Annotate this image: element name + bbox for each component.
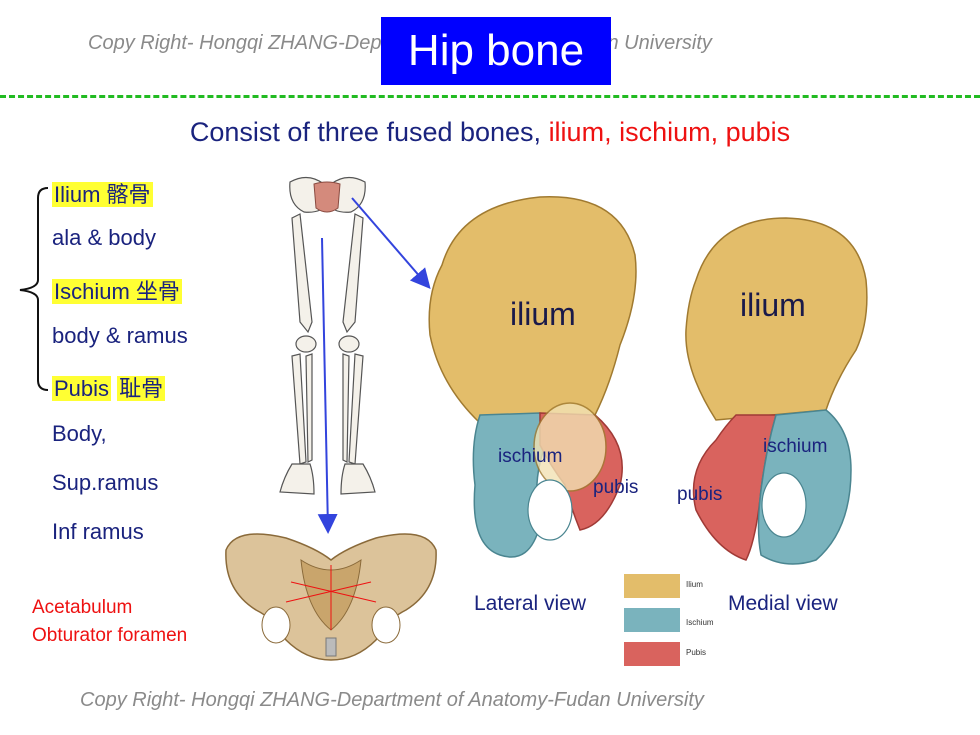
medial-view-label: Medial view: [728, 592, 838, 615]
legend-label-pubis: Pubis: [686, 648, 707, 657]
outline-item-label: Ilium 髂骨: [52, 182, 153, 207]
legend-label-ischium: Ischium: [686, 618, 714, 627]
skeleton-lower-limb-illustration: [279, 176, 376, 495]
medial-pubis-label: pubis: [677, 484, 723, 505]
note-acetabulum: Acetabulum: [32, 597, 133, 618]
legend-swatch-pubis: [624, 642, 680, 666]
outline-item-ilium: Ilium 髂骨: [52, 177, 153, 209]
lateral-view-label: Lateral view: [474, 592, 587, 615]
subtitle-highlight: ilium, ischium, pubis: [548, 117, 791, 147]
outline-item-ilium-parts: ala & body: [52, 225, 156, 250]
outline-item-label: Pubis: [52, 376, 112, 401]
medial-ischium-label: ischium: [763, 436, 828, 457]
outline-item-pubis: Pubis 耻骨: [52, 371, 166, 403]
legend-label-ilium: Ilium: [686, 580, 703, 589]
outline-item-suffix: 耻骨: [117, 376, 166, 401]
copyright-footer: Copy Right- Hongqi ZHANG-Department of A…: [80, 689, 704, 711]
slide-subtitle: Consist of three fused bones, ilium, isc…: [0, 117, 980, 148]
lateral-ischium-label: ischium: [498, 446, 563, 467]
subtitle-prefix: Consist of three fused bones,: [189, 117, 549, 147]
slide-title-text: Hip bone: [407, 26, 585, 75]
hip-bone-medial-illustration: [685, 217, 868, 565]
hip-bone-lateral-illustration: [428, 196, 637, 558]
outline-bracket: [19, 187, 49, 391]
outline-item-label: Ischium 坐骨: [52, 279, 182, 304]
note-obturator-foramen: Obturator foramen: [32, 625, 188, 646]
outline-item-ischium: Ischium 坐骨: [52, 274, 182, 306]
outline-item-ischium-parts: body & ramus: [52, 323, 188, 348]
lateral-pubis-label: pubis: [593, 477, 639, 498]
pelvis-illustration: [225, 533, 437, 661]
outline-item-pubis-body: Body,: [52, 421, 107, 446]
outline-item-pubis-sup-ramus: Sup.ramus: [52, 470, 159, 495]
bone-color-legend: Ilium Ischium Pubis: [624, 574, 734, 668]
outline-item-pubis-inf-ramus: Inf ramus: [52, 519, 144, 544]
medial-ilium-label: ilium: [740, 287, 806, 323]
lateral-ilium-label: ilium: [510, 296, 576, 332]
slide-title: Hip bone: [381, 17, 611, 85]
dashed-divider: [0, 95, 980, 98]
legend-swatch-ischium: [624, 608, 680, 632]
legend-swatch-ilium: [624, 574, 680, 598]
